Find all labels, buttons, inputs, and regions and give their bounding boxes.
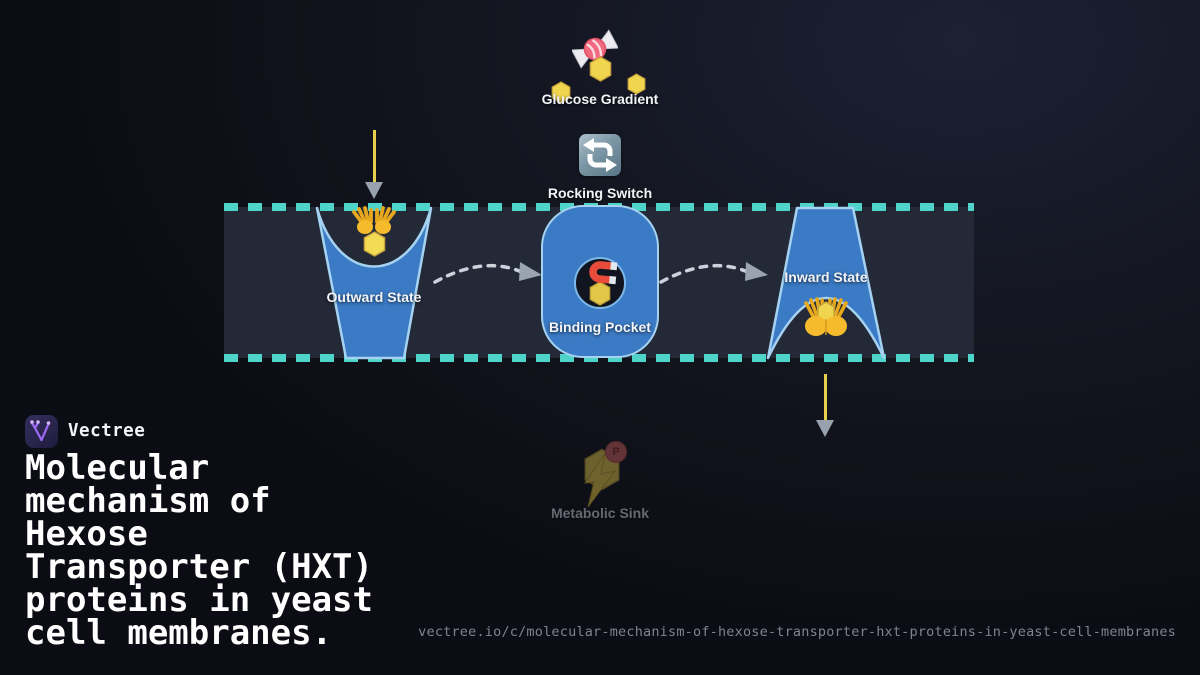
down-arrow-head bbox=[816, 420, 834, 437]
transition-arrow bbox=[430, 248, 542, 290]
binding-pocket-label: Binding Pocket bbox=[549, 319, 651, 335]
phosphate-badge: P bbox=[605, 441, 627, 463]
outward-state-node[interactable] bbox=[314, 204, 434, 360]
hexagon-icon bbox=[589, 56, 612, 82]
lightning-icon bbox=[578, 452, 624, 508]
hexagon-icon bbox=[551, 81, 571, 104]
inward-state-label: Inward State bbox=[784, 269, 868, 285]
metabolic-sink-node[interactable]: P Metabolic Sink bbox=[520, 435, 680, 530]
transition-arrow bbox=[656, 248, 768, 290]
rocking-switch-icon[interactable] bbox=[579, 134, 621, 176]
down-arrow-line bbox=[372, 130, 376, 183]
cupped-hands-icon bbox=[802, 296, 850, 338]
membrane-bottom-edge bbox=[224, 354, 974, 362]
rocking-switch-label[interactable]: Rocking Switch bbox=[547, 185, 653, 201]
metabolic-sink-label: Metabolic Sink bbox=[550, 505, 650, 521]
magnet-icon bbox=[580, 252, 620, 292]
down-arrow-head bbox=[365, 182, 383, 199]
hexagon-icon bbox=[589, 281, 611, 306]
vectree-logo[interactable] bbox=[25, 415, 58, 448]
vectree-logo-icon bbox=[30, 420, 51, 442]
down-arrow-line bbox=[823, 374, 827, 421]
candy-icon bbox=[572, 28, 618, 70]
open-hands-icon bbox=[351, 206, 397, 234]
hexagon-icon bbox=[627, 73, 646, 95]
page-url: vectree.io/c/molecular-mechanism-of-hexo… bbox=[418, 624, 1176, 640]
page-title: Molecular mechanism of Hexose Transporte… bbox=[25, 448, 373, 653]
glucose-gradient-label[interactable]: Glucose Gradient bbox=[541, 91, 659, 107]
outward-state-label: Outward State bbox=[326, 289, 422, 305]
hexagon-icon bbox=[363, 231, 386, 257]
brand-name: Vectree bbox=[68, 421, 146, 441]
